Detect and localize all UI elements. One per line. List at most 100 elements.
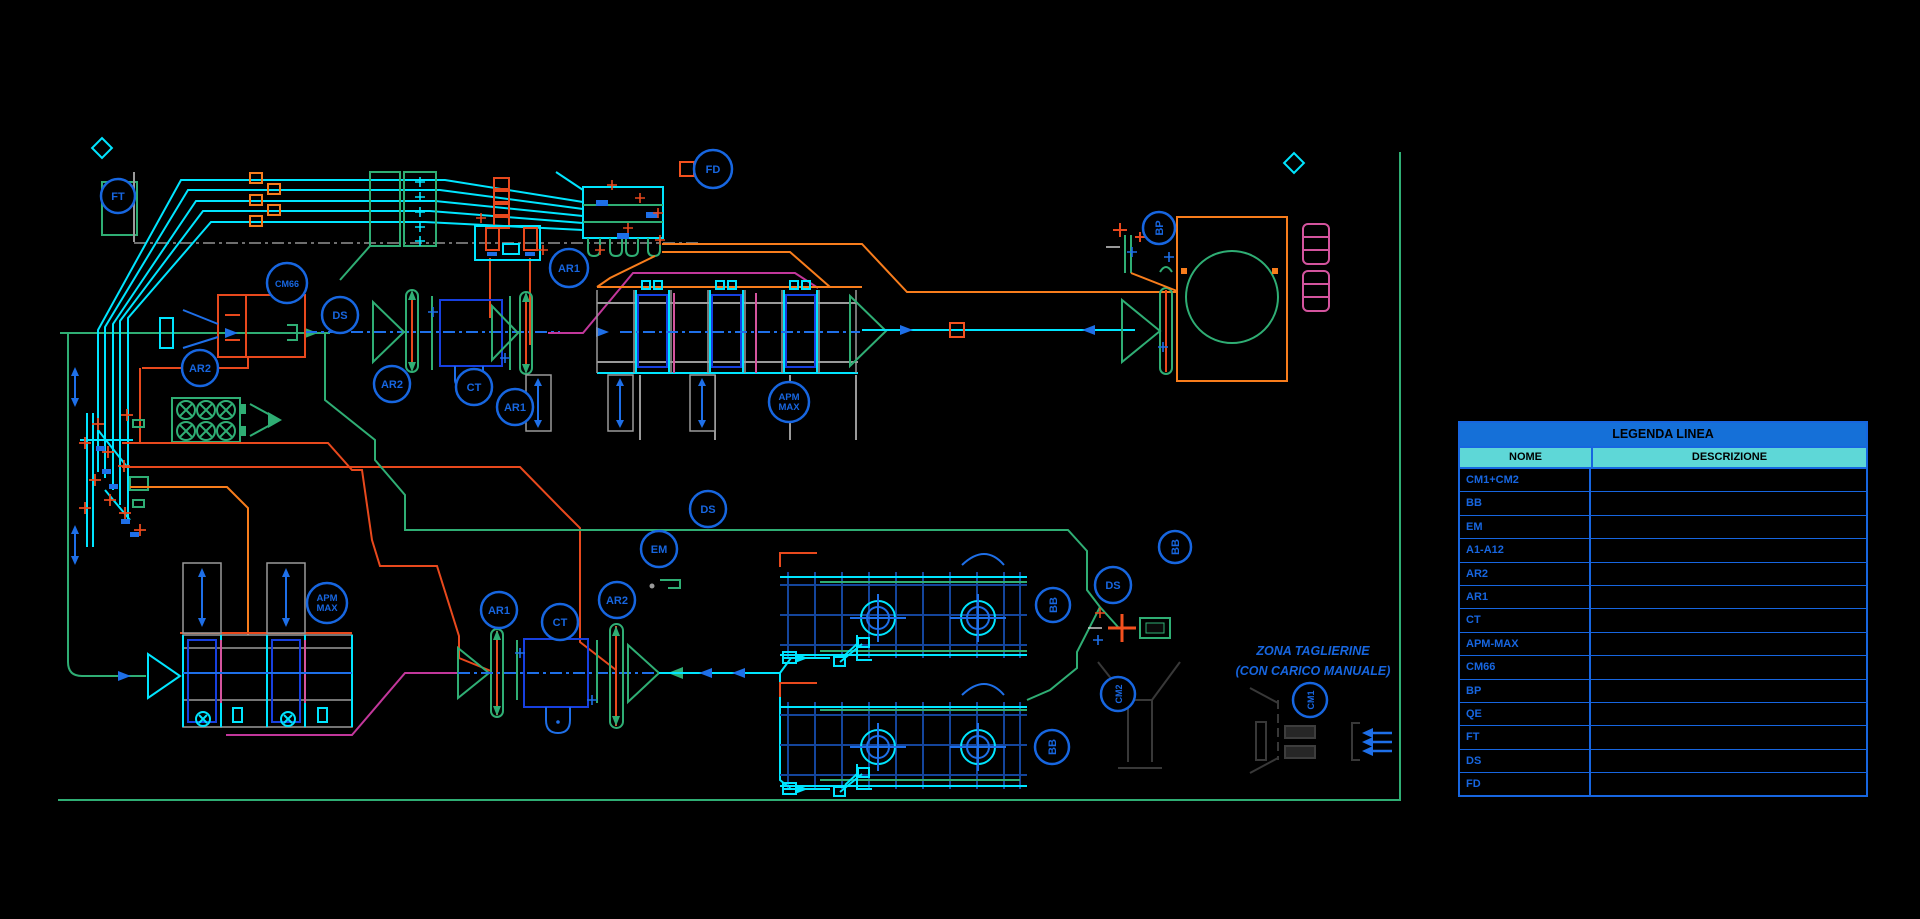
label-bubble-bp: BP [1141, 210, 1177, 246]
label-bubble-bb: BB [1033, 728, 1071, 766]
label-circle [372, 364, 412, 404]
legend-row: AR2 [1460, 562, 1866, 586]
legend-row-nome: BP [1460, 679, 1591, 702]
label-bubble-cm66: CM66 [265, 261, 309, 305]
label-text: BB [1047, 739, 1059, 755]
label-bubble-cm1: CM1 [1291, 681, 1329, 719]
cutting-table-2 [779, 682, 1027, 797]
label-circle [495, 387, 535, 427]
legend-row: AR1 [1460, 585, 1866, 610]
label-text: DS [700, 504, 715, 516]
bp-feed-station [1106, 223, 1178, 292]
machine-cluster-a [474, 213, 548, 261]
label-circle [1093, 565, 1133, 605]
legend-row: FD [1460, 773, 1866, 796]
red-ladder-filter [489, 177, 531, 345]
manual-load-arrows [1362, 728, 1392, 756]
label-text: AR2 [381, 379, 403, 391]
legend-row: FT [1460, 726, 1866, 750]
cm2-hopper [1097, 661, 1181, 769]
legend-row: BP [1460, 679, 1866, 703]
label-text: BB [1048, 597, 1060, 613]
cm1-machine [1249, 687, 1360, 774]
label-circle [99, 177, 137, 215]
label-bubble-ar1: AR1 [495, 387, 535, 427]
legend-row-nome: AR1 [1460, 585, 1591, 609]
label-circle [1291, 681, 1329, 719]
label-circle [1034, 586, 1072, 624]
legend-row-descrizione [1591, 492, 1866, 514]
legend-row-nome: QE [1460, 702, 1591, 726]
legend-row-descrizione [1591, 563, 1866, 585]
legend-row-nome: APM-MAX [1460, 632, 1591, 656]
cutting-table-1 [779, 552, 1027, 667]
label-circle [639, 529, 679, 569]
label-bubble-ds: DS [688, 489, 728, 529]
green-routing-line [324, 333, 1119, 701]
cyan-line-bundle [97, 172, 584, 520]
label-circle [767, 380, 811, 424]
ct-machine-bottom [458, 638, 660, 735]
zone-boundary [58, 152, 1401, 801]
bp-transfer-line [849, 293, 1135, 369]
legend-row-descrizione [1591, 516, 1866, 538]
legend-row: A1-A12 [1460, 539, 1866, 563]
ar2-station-bottom [609, 623, 683, 729]
machine-cluster-b [555, 171, 665, 258]
legend-row-nome: CM66 [1460, 656, 1591, 679]
label-circle [688, 489, 728, 529]
legend-row-descrizione [1591, 726, 1866, 748]
label-text: DS [332, 310, 347, 322]
legend-row: QE [1460, 702, 1866, 727]
label-text: CM66 [275, 279, 299, 289]
fan-grid [171, 397, 282, 443]
legend-row-descrizione [1591, 773, 1866, 795]
legend-row-nome: A1-A12 [1460, 539, 1591, 562]
legend-col-descrizione: DESCRIZIONE [1691, 451, 1768, 463]
label-text: CM1 [1306, 690, 1316, 709]
ar2-roller-top [372, 289, 419, 373]
legend-row-nome: BB [1460, 492, 1591, 515]
label-bubble-ds: DS [1093, 565, 1133, 605]
legend-row: EM [1460, 515, 1866, 540]
legend-row-descrizione [1591, 586, 1866, 608]
legend-row-descrizione [1591, 609, 1866, 631]
label-bubble-ar2: AR2 [180, 348, 220, 388]
legend-row-nome: AR2 [1460, 562, 1591, 585]
legend-col-nome: NOME [1460, 448, 1593, 467]
green-frame-machines [339, 171, 437, 281]
label-circle [1099, 675, 1137, 713]
label-text: BP [1154, 220, 1166, 235]
pallet-stacks [1302, 223, 1330, 312]
label-text: AR1 [558, 263, 580, 275]
label-text: APM [316, 593, 337, 604]
legend-row: CT [1460, 609, 1866, 633]
label-text: EM [651, 544, 668, 556]
cm66-station [139, 294, 306, 443]
legend-row-descrizione [1591, 703, 1866, 725]
label-circle [320, 295, 360, 335]
label-text: MAX [316, 603, 338, 614]
label-bubble-bb: BB [1157, 529, 1193, 565]
label-bubble-ar2: AR2 [597, 580, 637, 620]
label-text: AR2 [606, 595, 628, 607]
label-circle [1033, 728, 1071, 766]
legend-row-nome: FT [1460, 726, 1591, 749]
label-text: APM [778, 392, 799, 403]
legend-row-descrizione [1591, 539, 1866, 561]
legend-row-nome: CM1+CM2 [1460, 469, 1591, 492]
label-circle [1141, 210, 1177, 246]
label-circle [548, 247, 590, 289]
label-circle [479, 590, 519, 630]
infeed-funnel-bottom [147, 652, 182, 700]
legend-header-row: NOME DESCRIZIONE [1460, 448, 1866, 469]
label-text: MAX [778, 402, 800, 413]
legend-row-nome: EM [1460, 515, 1591, 539]
legend-row-descrizione [1591, 633, 1866, 655]
label-circle [180, 348, 220, 388]
label-text: DS [1105, 580, 1120, 592]
